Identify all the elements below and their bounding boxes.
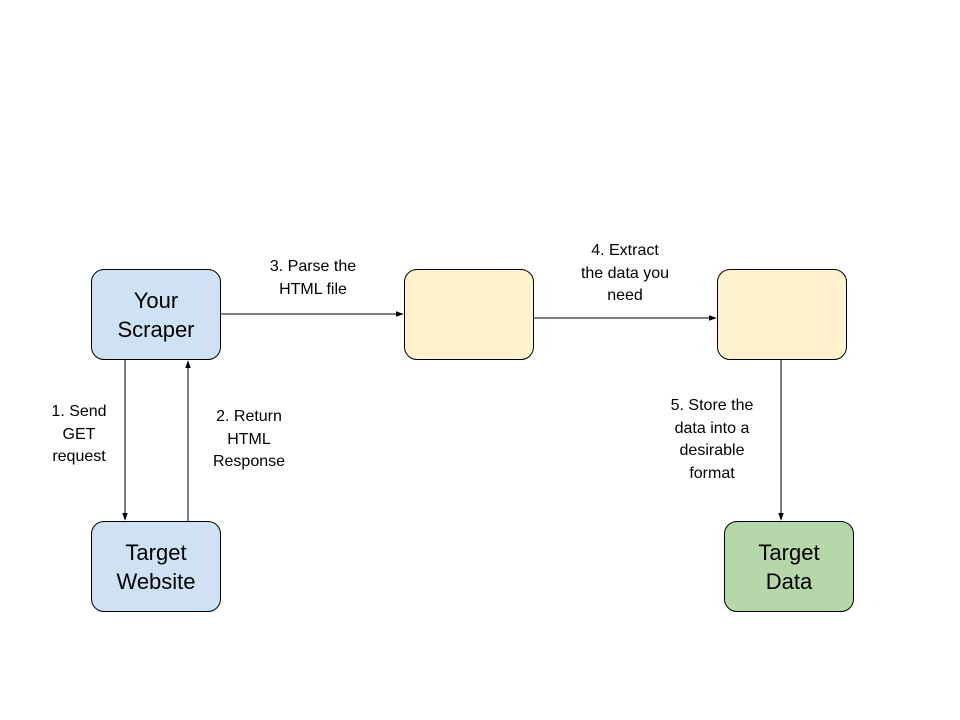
store-data-label: 5. Store the data into a desirable forma… — [670, 397, 754, 482]
extracted-data-node — [717, 269, 847, 360]
parse-html-file-label: 3. Parse the HTML file — [269, 258, 357, 298]
your-scraper-node: Your Scraper — [91, 269, 221, 360]
extract-data-label: 4. Extract the data you need — [580, 242, 670, 304]
parsed-html-node — [404, 269, 534, 360]
return-html-response-label: 2. Return HTML Response — [212, 408, 286, 470]
target-data-node: Target Data — [724, 521, 854, 612]
send-get-request-label: 1. Send GET request — [51, 403, 107, 465]
target-website-node: Target Website — [91, 521, 221, 612]
